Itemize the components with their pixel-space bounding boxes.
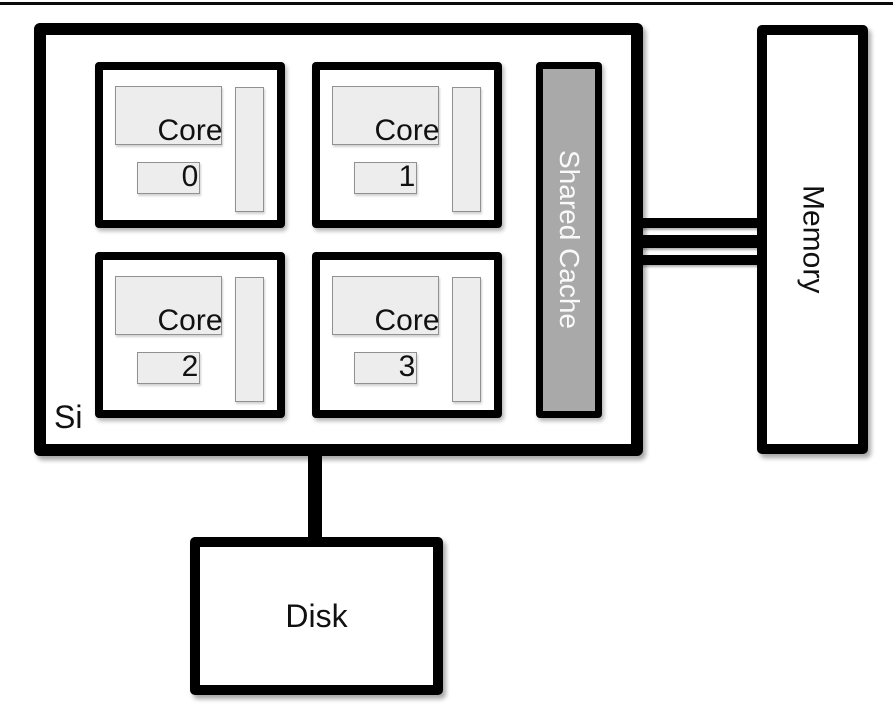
core-3-label: Core 3 [320, 298, 494, 390]
core-0-unit-bar [235, 87, 264, 212]
core-3-unit-rect-large [332, 276, 439, 335]
shared-cache-label: Shared Cache [554, 150, 585, 330]
core-2-unit-bar [235, 277, 264, 402]
shared-cache-box: Shared Cache [536, 62, 602, 418]
memory-bus-line-1 [640, 218, 762, 228]
core-2-unit-rect-small [137, 352, 200, 384]
chip-si-label: Si [54, 399, 83, 435]
core-1-unit-rect-small [354, 162, 417, 194]
disk-box: Disk [190, 537, 443, 695]
core-3-name: Core [374, 304, 440, 337]
chip-box: Core 0 Core 1 Core 2 [34, 23, 643, 456]
memory-bus [640, 218, 762, 265]
core-3-unit-rect-small [354, 352, 417, 384]
memory-bus-line-2 [640, 235, 762, 248]
core-2-label: Core 2 [103, 298, 277, 390]
top-rule [0, 2, 893, 5]
core-1-unit-rect-large [332, 86, 439, 145]
core-0-name: Core [157, 114, 223, 147]
core-0-unit-rect-small [137, 162, 200, 194]
memory-box: Memory [757, 25, 868, 454]
core-1-unit-bar [452, 87, 481, 212]
core-2-name: Core [157, 304, 223, 337]
core-1-box: Core 1 [312, 62, 502, 228]
memory-label: Memory [796, 185, 830, 294]
core-0-unit-rect-large [115, 86, 222, 145]
core-3-box: Core 3 [312, 252, 502, 418]
core-2-unit-rect-large [115, 276, 222, 335]
core-0-number: 0 [181, 160, 199, 193]
core-1-name: Core [374, 114, 440, 147]
core-1-number: 1 [398, 160, 416, 193]
core-3-number: 3 [398, 350, 416, 383]
core-3-unit-bar [452, 277, 481, 402]
core-2-box: Core 2 [95, 252, 285, 418]
disk-connector-line [308, 446, 322, 542]
disk-label: Disk [285, 597, 348, 634]
core-1-label: Core 1 [320, 108, 494, 200]
core-2-number: 2 [181, 350, 199, 383]
core-0-box: Core 0 [95, 62, 285, 228]
memory-bus-line-3 [640, 255, 762, 265]
core-0-label: Core 0 [103, 108, 277, 200]
